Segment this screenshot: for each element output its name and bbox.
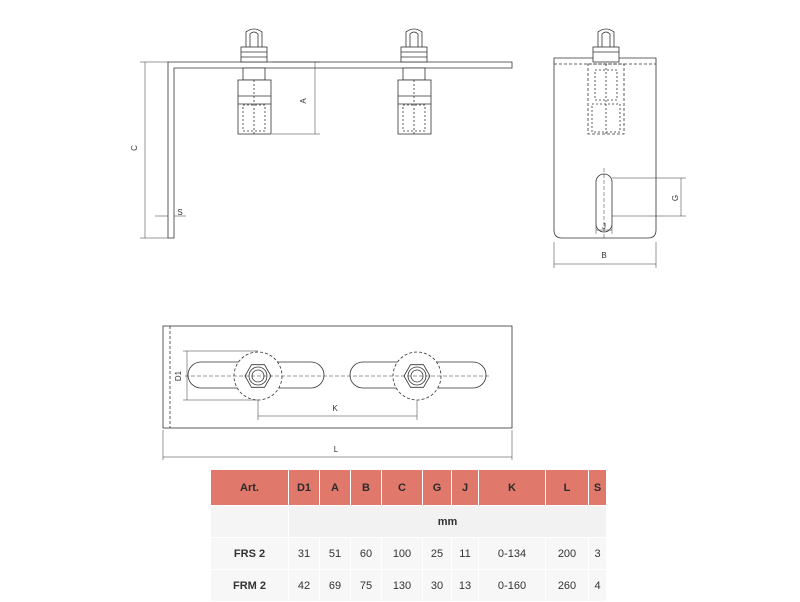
table-cell: 100 xyxy=(382,538,422,569)
table-cell: 13 xyxy=(452,570,478,601)
col-header: G xyxy=(423,470,451,505)
label-S: S xyxy=(177,208,182,217)
roller-assembly-1 xyxy=(237,28,272,135)
table-cell: 200 xyxy=(546,538,588,569)
table-row: FRS 2 31 51 60 100 25 11 0-134 200 3 xyxy=(211,538,606,569)
label-J: J xyxy=(602,222,606,231)
table-cell: 75 xyxy=(351,570,381,601)
table-cell: 69 xyxy=(320,570,350,601)
col-header: B xyxy=(351,470,381,505)
table-cell: 25 xyxy=(423,538,451,569)
table-cell: 0-160 xyxy=(479,570,545,601)
table-header-row: Art. D1 A B C G J K L S xyxy=(211,470,606,505)
label-B: B xyxy=(601,251,606,260)
col-header: K xyxy=(479,470,545,505)
col-header: L xyxy=(546,470,588,505)
table-cell: 51 xyxy=(320,538,350,569)
unit-row-blank xyxy=(211,506,288,537)
table-cell: 30 xyxy=(423,570,451,601)
table-cell: 31 xyxy=(289,538,319,569)
label-D1: D1 xyxy=(174,370,183,381)
label-K: K xyxy=(332,404,338,413)
table-cell: 130 xyxy=(382,570,422,601)
table-cell: 4 xyxy=(589,570,606,601)
table-cell: 42 xyxy=(289,570,319,601)
col-header: J xyxy=(452,470,478,505)
table-row: FRM 2 42 69 75 130 30 13 0-160 260 4 xyxy=(211,570,606,601)
unit-label: mm xyxy=(289,506,606,537)
end-view xyxy=(553,28,686,268)
col-header: S xyxy=(589,470,606,505)
table-cell: 260 xyxy=(546,570,588,601)
table-cell: 11 xyxy=(452,538,478,569)
col-header: Art. xyxy=(211,470,288,505)
table-cell: 3 xyxy=(589,538,606,569)
label-L: L xyxy=(334,445,339,454)
col-header: C xyxy=(382,470,422,505)
table-cell: FRM 2 xyxy=(211,570,288,601)
top-view xyxy=(162,325,513,460)
technical-drawing: A C S G J B D1 K L xyxy=(130,28,686,460)
table-cell: FRS 2 xyxy=(211,538,288,569)
unit-row: mm xyxy=(211,506,606,537)
label-G: G xyxy=(671,195,680,201)
col-header: D1 xyxy=(289,470,319,505)
side-view xyxy=(140,28,513,239)
table-cell: 60 xyxy=(351,538,381,569)
spec-table: Art. D1 A B C G J K L S mm FRS 2 31 51 6… xyxy=(210,469,607,602)
label-C: C xyxy=(130,145,139,151)
label-A: A xyxy=(299,98,308,104)
roller-assembly-2 xyxy=(397,28,432,135)
table-cell: 0-134 xyxy=(479,538,545,569)
col-header: A xyxy=(320,470,350,505)
